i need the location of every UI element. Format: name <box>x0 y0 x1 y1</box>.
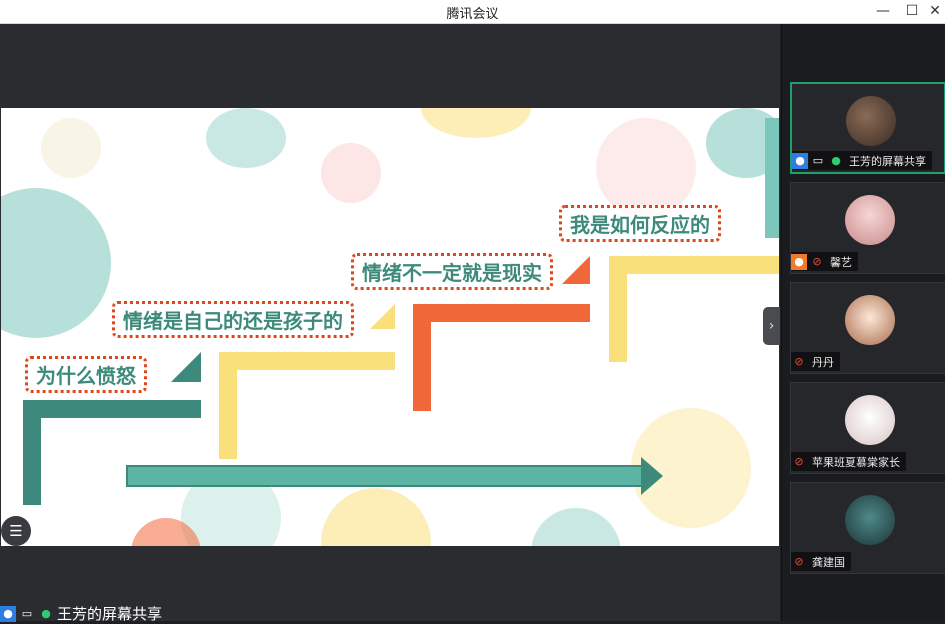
participant-tile[interactable]: ⊘ 苹果班夏慕棠家长 <box>790 382 945 474</box>
decor-blob <box>206 108 286 168</box>
shared-slide: 为什么愤怒 情绪是自己的还是孩子的 情绪不一定就是现实 我是如何反应的 <box>1 108 779 546</box>
user-icon: ● <box>791 253 807 270</box>
participant-nameplate: ⊘ 龚建国 <box>791 552 851 571</box>
collapse-sidebar-button[interactable]: › <box>763 307 780 345</box>
decor-blob <box>1 188 111 338</box>
participant-name: 馨艺 <box>830 255 852 269</box>
participant-tile[interactable]: ⊘ 龚建国 <box>790 482 945 574</box>
arrow-head <box>641 457 663 495</box>
step-label: 我是如何反应的 <box>559 205 721 242</box>
participant-tile[interactable]: ● ⊘ 馨艺 <box>790 182 945 274</box>
step-bar <box>413 304 590 322</box>
screen-share-icon: ▭ <box>21 606 33 620</box>
participant-name: 龚建国 <box>812 555 845 569</box>
step-corner <box>370 304 395 329</box>
close-button[interactable]: ✕ <box>929 3 941 19</box>
decor-blob <box>321 143 381 203</box>
decor-blob <box>531 508 621 546</box>
step-bar <box>219 352 395 370</box>
participant-name: 丹丹 <box>812 355 834 369</box>
window-title: 腾讯会议 <box>446 7 499 22</box>
decor-blob <box>596 118 696 218</box>
participant-name: 王芳的屏幕共享 <box>849 154 926 168</box>
share-label-bar: ● ▭ ● 王芳的屏幕共享 <box>0 605 163 623</box>
user-icon: ● <box>0 605 16 622</box>
maximize-button[interactable]: ☐ <box>905 3 919 19</box>
participant-name: 苹果班夏慕棠家长 <box>812 455 900 469</box>
step-bar <box>609 256 627 362</box>
step-label: 情绪不一定就是现实 <box>351 253 553 290</box>
mic-muted-icon: ⊘ <box>794 354 804 368</box>
step-corner <box>562 256 590 284</box>
participant-tile[interactable]: ⊘ 丹丹 <box>790 282 945 374</box>
decor-blob <box>421 108 531 138</box>
user-icon: ● <box>792 152 808 169</box>
step-bar <box>23 400 201 418</box>
avatar <box>846 96 896 146</box>
step-label: 为什么愤怒 <box>25 356 147 393</box>
decor-blob <box>41 118 101 178</box>
participant-nameplate: ● ▭ ● 王芳的屏幕共享 <box>792 151 932 170</box>
participant-nameplate: ⊘ 丹丹 <box>791 352 840 371</box>
progress-arrow <box>126 465 646 487</box>
avatar <box>845 495 895 545</box>
mic-icon: ● <box>41 606 51 620</box>
decor-blob <box>321 488 431 546</box>
share-label: 王芳的屏幕共享 <box>57 605 163 623</box>
participant-sidebar: ● ▭ ● 王芳的屏幕共享 ● ⊘ 馨艺 ⊘ 丹丹 ⊘ 苹果班夏慕棠家长 ⊘ 龚 <box>781 24 945 621</box>
list-menu-icon[interactable]: ☰ <box>1 516 31 546</box>
avatar <box>845 395 895 445</box>
mic-muted-icon: ⊘ <box>794 454 804 468</box>
screen-share-icon: ▭ <box>812 153 824 167</box>
step-corner <box>171 352 201 382</box>
participant-nameplate: ⊘ 苹果班夏慕棠家长 <box>791 452 906 471</box>
step-bar <box>219 352 237 459</box>
participant-nameplate: ● ⊘ 馨艺 <box>791 252 858 271</box>
step-bar <box>413 304 431 411</box>
avatar <box>845 195 895 245</box>
mic-muted-icon: ⊘ <box>812 254 822 268</box>
step-label: 情绪是自己的还是孩子的 <box>112 301 354 338</box>
mic-muted-icon: ⊘ <box>794 554 804 568</box>
title-bar: 腾讯会议 — ☐ ✕ <box>0 0 945 24</box>
minimize-button[interactable]: — <box>876 3 890 19</box>
step-bar <box>765 118 779 238</box>
participant-tile[interactable]: ● ▭ ● 王芳的屏幕共享 <box>790 82 945 174</box>
step-bar <box>609 256 779 274</box>
avatar <box>845 295 895 345</box>
mic-icon: ● <box>831 153 841 167</box>
step-bar <box>23 400 41 505</box>
